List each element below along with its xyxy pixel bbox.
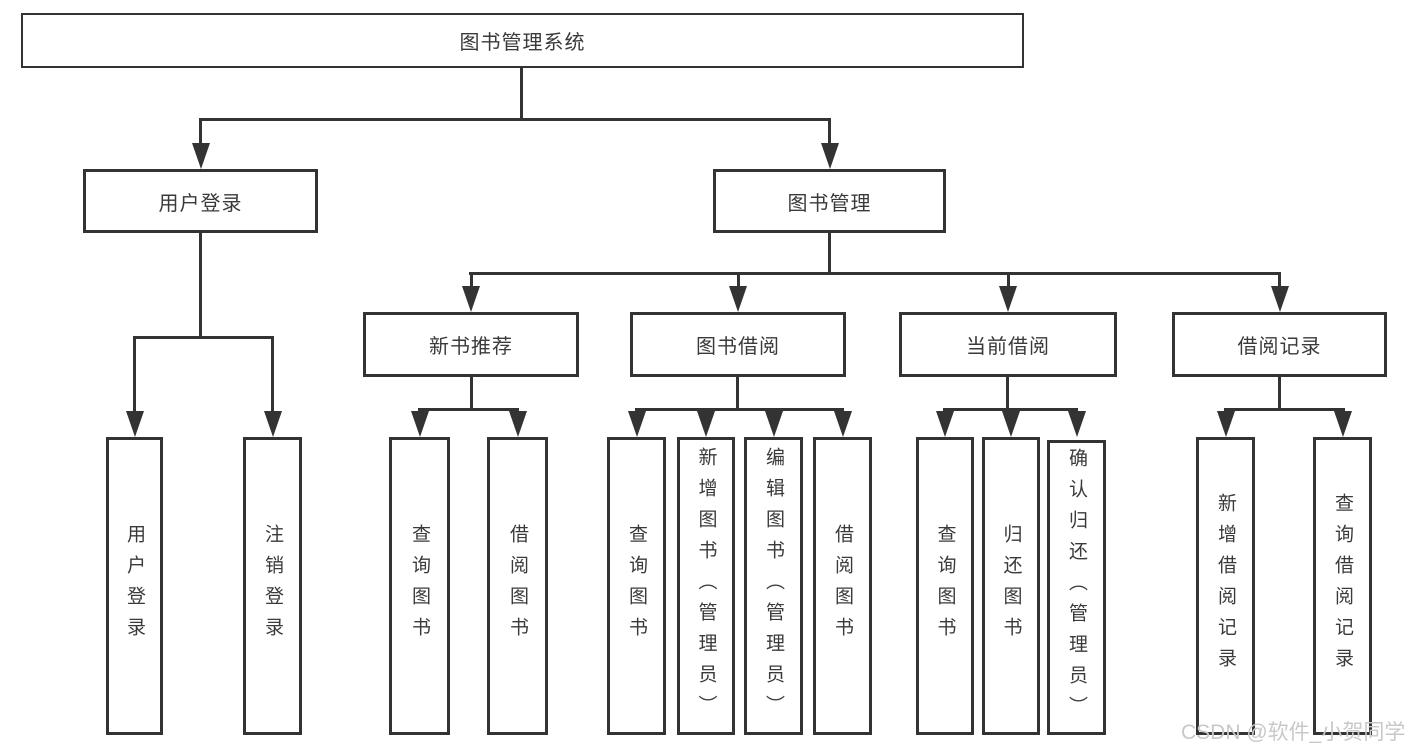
node-book-management-group: 图书管理 xyxy=(713,169,946,233)
node-user-login: 用户登录 xyxy=(106,437,163,735)
arrow-down-icon xyxy=(1217,411,1235,437)
connector-sec1-vline xyxy=(736,377,739,408)
connector-login-vline xyxy=(199,233,202,336)
arrow-down-icon xyxy=(628,411,646,437)
arrow-down-icon xyxy=(821,143,839,169)
arrow-down-icon xyxy=(1271,286,1289,312)
node-borrow-books: 借阅图书 xyxy=(487,437,548,735)
node-root: 图书管理系统 xyxy=(21,13,1024,68)
arrow-down-icon xyxy=(834,411,852,437)
node-confirm-return-admin: 确认归还（管理员） xyxy=(1047,440,1106,735)
connector-root-drop-right xyxy=(828,118,831,146)
connector-root-vline xyxy=(520,68,523,118)
arrow-down-icon xyxy=(1334,411,1352,437)
node-add-books-admin: 新增图书（管理员） xyxy=(677,437,735,735)
connector-sec0-hline xyxy=(418,408,519,411)
node-query-books: 查询图书 xyxy=(389,437,450,735)
connector-mgmt-drop xyxy=(737,272,740,288)
node-edit-books-admin: 编辑图书（管理员） xyxy=(744,437,803,735)
node-current-borrow: 当前借阅 xyxy=(899,312,1117,377)
arrow-down-icon xyxy=(999,286,1017,312)
csdn-watermark: CSDN @软件_小贺同学 xyxy=(1181,721,1405,744)
arrow-down-icon xyxy=(936,411,954,437)
node-new-book-recommend: 新书推荐 xyxy=(363,312,579,377)
connector-sec1-hline xyxy=(635,408,844,411)
connector-sec0-vline xyxy=(470,377,473,408)
connector-sec3-hline xyxy=(1224,408,1344,411)
node-logout: 注销登录 xyxy=(243,437,302,735)
connector-login-drop xyxy=(133,336,136,413)
node-return-books: 归还图书 xyxy=(982,437,1040,735)
arrow-down-icon xyxy=(126,411,144,437)
node-query-books: 查询图书 xyxy=(916,437,974,735)
node-book-borrow: 图书借阅 xyxy=(630,312,846,377)
node-user-login-group: 用户登录 xyxy=(83,169,318,233)
arrow-down-icon xyxy=(765,411,783,437)
connector-mgmt-hline xyxy=(469,272,1281,275)
arrow-down-icon xyxy=(729,286,747,312)
arrow-down-icon xyxy=(411,411,429,437)
connector-mgmt-drop xyxy=(1278,272,1281,288)
connector-root-hline xyxy=(199,118,831,121)
arrow-down-icon xyxy=(697,411,715,437)
connector-mgmt-drop xyxy=(470,272,473,288)
node-borrow-records: 借阅记录 xyxy=(1172,312,1387,377)
node-add-borrow-record: 新增借阅记录 xyxy=(1196,437,1255,735)
arrow-down-icon xyxy=(1002,411,1020,437)
connector-login-drop xyxy=(271,336,274,413)
node-query-books: 查询图书 xyxy=(607,437,666,735)
arrow-down-icon xyxy=(462,286,480,312)
connector-login-hline xyxy=(133,336,274,339)
arrow-down-icon xyxy=(264,411,282,437)
node-borrow-books: 借阅图书 xyxy=(813,437,872,735)
connector-sec2-vline xyxy=(1006,377,1009,408)
connector-mgmt-drop xyxy=(1007,272,1010,288)
connector-mgmt-vline xyxy=(828,233,831,272)
node-query-borrow-record: 查询借阅记录 xyxy=(1313,437,1372,735)
connector-root-drop-left xyxy=(199,118,202,146)
arrow-down-icon xyxy=(509,411,527,437)
connector-sec3-vline xyxy=(1278,377,1281,408)
arrow-down-icon xyxy=(192,143,210,169)
arrow-down-icon xyxy=(1068,411,1086,437)
